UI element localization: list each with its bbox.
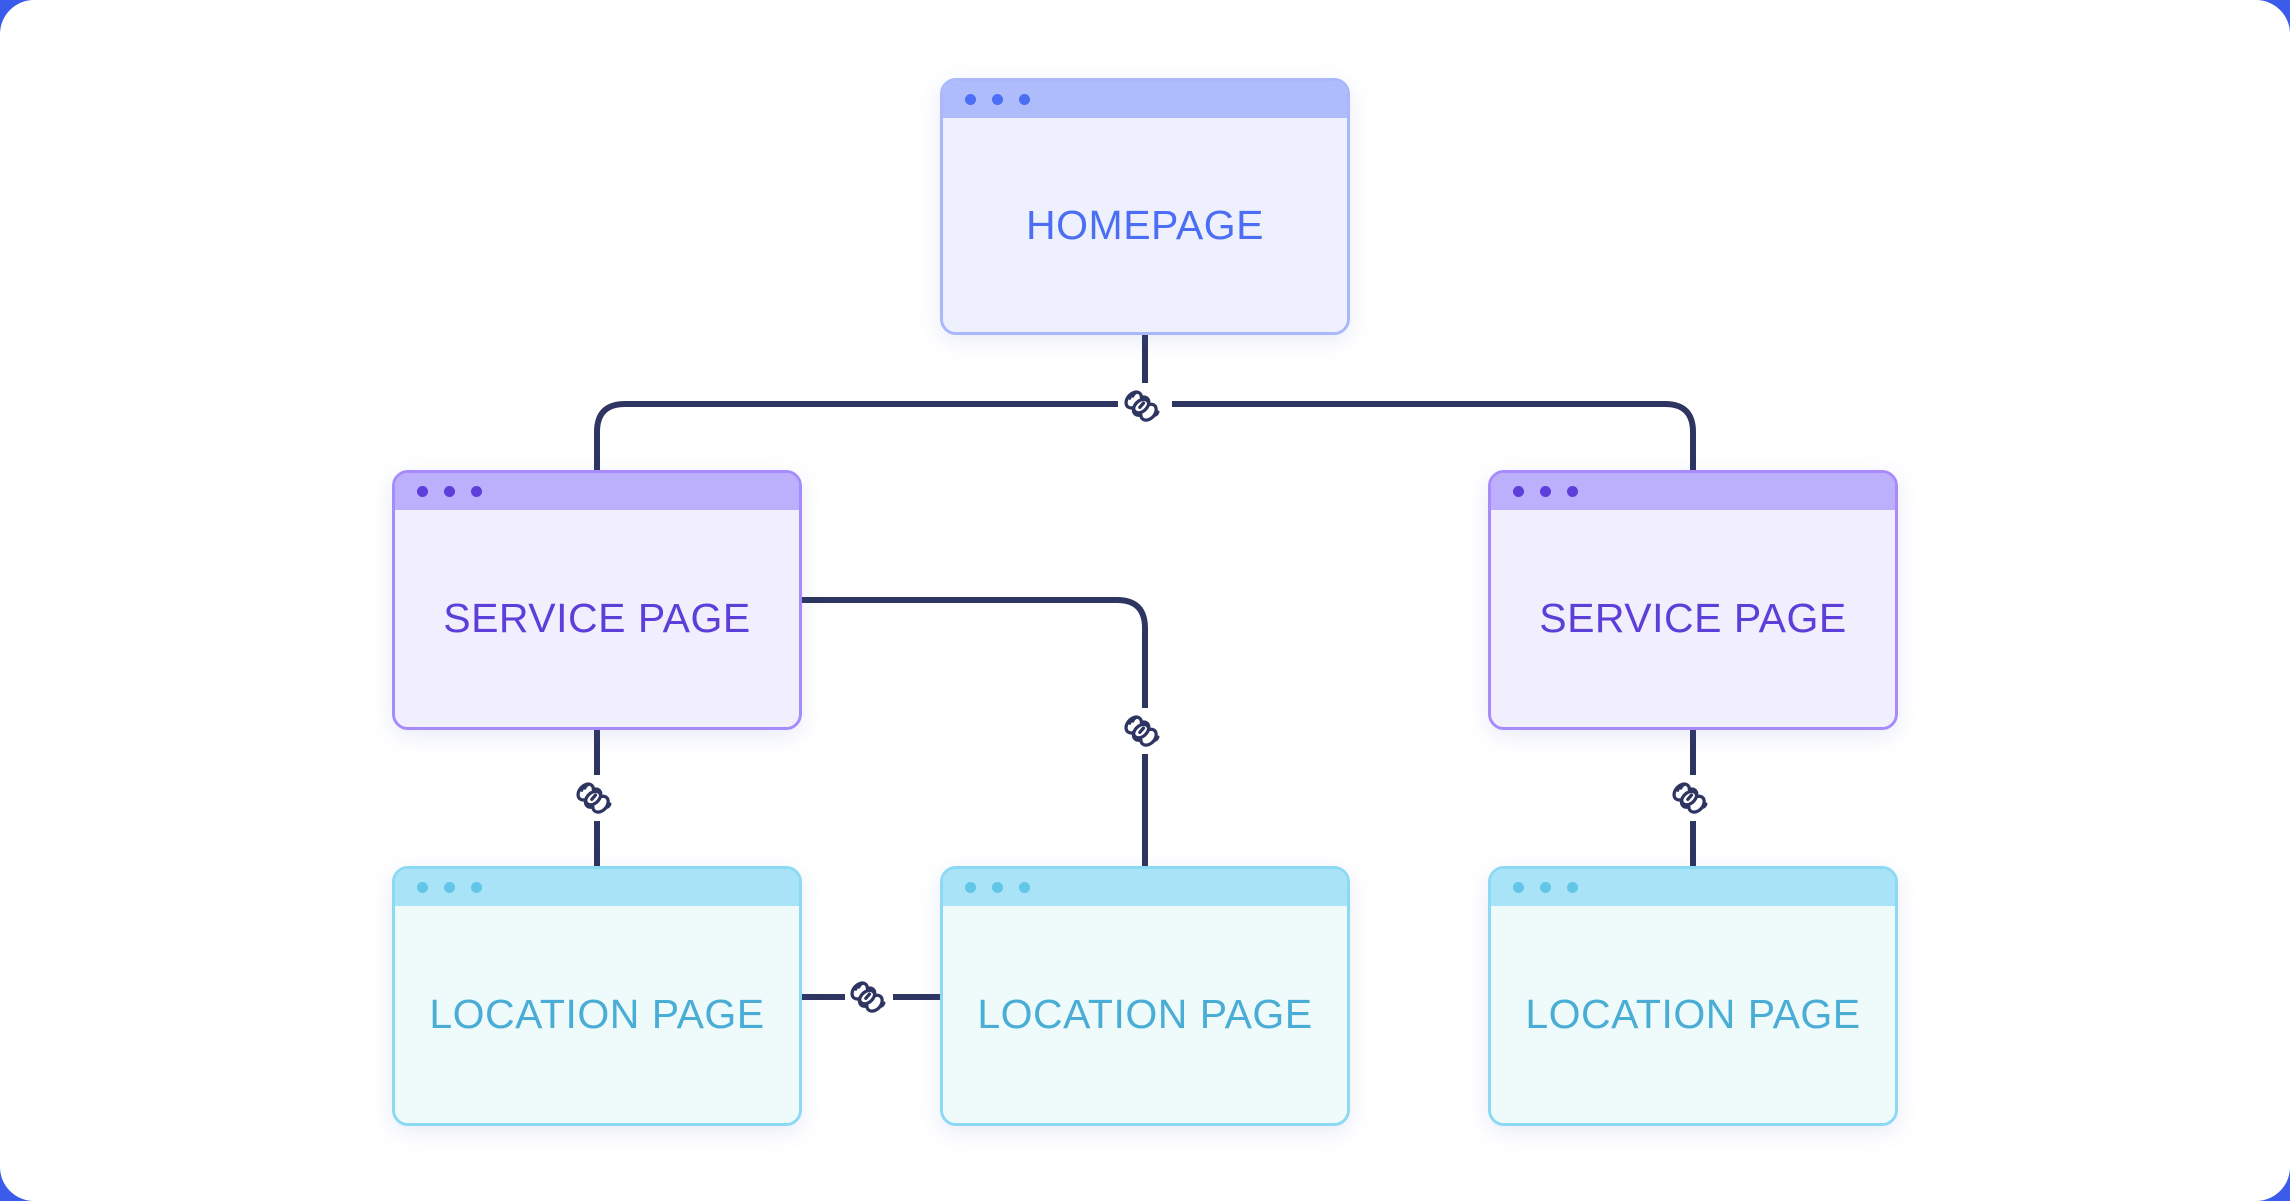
node-label-service-1: SERVICE PAGE (443, 595, 751, 641)
card-titlebar (943, 81, 1347, 118)
window-dot-2 (992, 94, 1003, 105)
window-dot-2 (1540, 882, 1551, 893)
window-dot-1 (417, 486, 428, 497)
card-titlebar (1491, 473, 1895, 510)
window-dot-2 (444, 486, 455, 497)
node-card-service-1[interactable]: SERVICE PAGE (392, 470, 802, 730)
node-card-service-2[interactable]: SERVICE PAGE (1488, 470, 1898, 730)
card-body: HOMEPAGE (943, 118, 1347, 332)
card-body: LOCATION PAGE (1491, 906, 1895, 1123)
window-dot-3 (471, 486, 482, 497)
window-dot-3 (1567, 486, 1578, 497)
node-label-homepage: HOMEPAGE (1026, 201, 1264, 248)
window-dot-1 (1513, 882, 1524, 893)
window-dot-3 (471, 882, 482, 893)
chain-link-icon[interactable] (1122, 383, 1168, 429)
card-body: LOCATION PAGE (943, 906, 1347, 1123)
window-dot-2 (992, 882, 1003, 893)
card-body: SERVICE PAGE (1491, 510, 1895, 727)
node-label-location-3: LOCATION PAGE (1525, 991, 1861, 1037)
connector-service1-location2 (802, 597, 1148, 708)
card-body: LOCATION PAGE (395, 906, 799, 1123)
node-card-location-1[interactable]: LOCATION PAGE (392, 866, 802, 1126)
card-titlebar (395, 473, 799, 510)
connector-bus-left (594, 401, 1118, 470)
chain-link-icon[interactable] (1670, 775, 1716, 821)
node-label-location-2: LOCATION PAGE (977, 991, 1313, 1037)
card-titlebar (943, 869, 1347, 906)
window-dot-2 (444, 882, 455, 893)
chain-link-icon[interactable] (1122, 708, 1168, 754)
chain-link-icon[interactable] (574, 775, 620, 821)
card-titlebar (395, 869, 799, 906)
window-dot-1 (965, 882, 976, 893)
node-label-service-2: SERVICE PAGE (1539, 595, 1847, 641)
window-dot-2 (1540, 486, 1551, 497)
chain-link-icon[interactable] (848, 974, 894, 1020)
card-body: SERVICE PAGE (395, 510, 799, 727)
node-card-homepage[interactable]: HOMEPAGE (940, 78, 1350, 335)
node-card-location-2[interactable]: LOCATION PAGE (940, 866, 1350, 1126)
window-dot-3 (1567, 882, 1578, 893)
window-dot-3 (1019, 882, 1030, 893)
window-dot-1 (965, 94, 976, 105)
window-dot-3 (1019, 94, 1030, 105)
window-dot-1 (1513, 486, 1524, 497)
node-card-location-3[interactable]: LOCATION PAGE (1488, 866, 1898, 1126)
window-dot-1 (417, 882, 428, 893)
connector-bus-right (1172, 401, 1696, 470)
node-label-location-1: LOCATION PAGE (429, 991, 765, 1037)
card-titlebar (1491, 869, 1895, 906)
